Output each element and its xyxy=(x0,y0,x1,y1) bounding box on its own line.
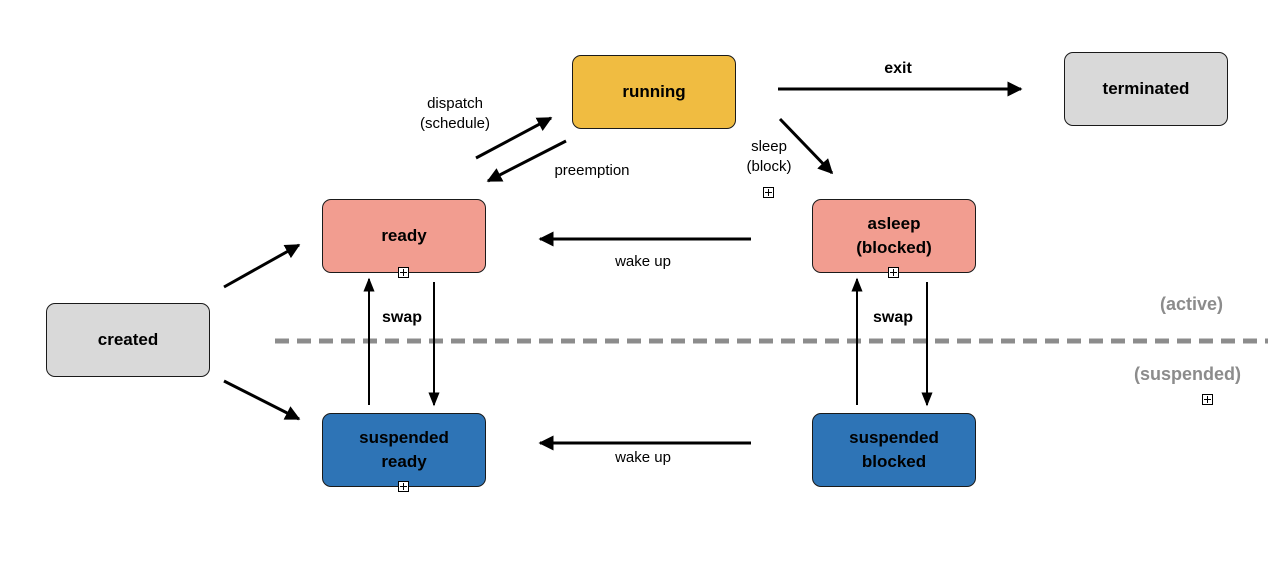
label-swap-right: swap xyxy=(872,309,913,326)
expand-icon-suspended-zone[interactable] xyxy=(1202,394,1213,405)
label-preemption: preemption xyxy=(554,162,630,179)
state-created: created xyxy=(46,303,210,377)
state-suspended-blocked: suspended blocked xyxy=(812,413,976,487)
state-asleep-blocked: asleep (blocked) xyxy=(812,199,976,273)
arrow-sleep xyxy=(778,117,834,175)
arrow-created-ready xyxy=(223,243,301,289)
zone-label-active: (active) xyxy=(1160,294,1224,314)
arrow-preemption xyxy=(486,139,567,183)
label-swap-left: swap xyxy=(381,309,422,326)
arrow-created-suspended-ready xyxy=(223,379,301,421)
expand-icon-ready[interactable] xyxy=(398,267,409,278)
state-running: running xyxy=(572,55,736,129)
label-sleep: sleep (block) xyxy=(746,138,792,175)
zone-label-suspended: (suspended) xyxy=(1134,364,1242,384)
label-dispatch: dispatch (schedule) xyxy=(419,95,491,132)
state-ready: ready xyxy=(322,199,486,273)
expand-icon-asleep[interactable] xyxy=(888,267,899,278)
state-suspended-ready: suspended ready xyxy=(322,413,486,487)
expand-icon-sleep[interactable] xyxy=(763,187,774,198)
state-terminated: terminated xyxy=(1064,52,1228,126)
label-wake-up-top: wake up xyxy=(615,253,671,270)
arrow-dispatch xyxy=(475,116,553,160)
label-wake-up-bottom: wake up xyxy=(615,449,671,466)
label-exit: exit xyxy=(884,60,912,77)
expand-icon-suspended-ready[interactable] xyxy=(398,481,409,492)
